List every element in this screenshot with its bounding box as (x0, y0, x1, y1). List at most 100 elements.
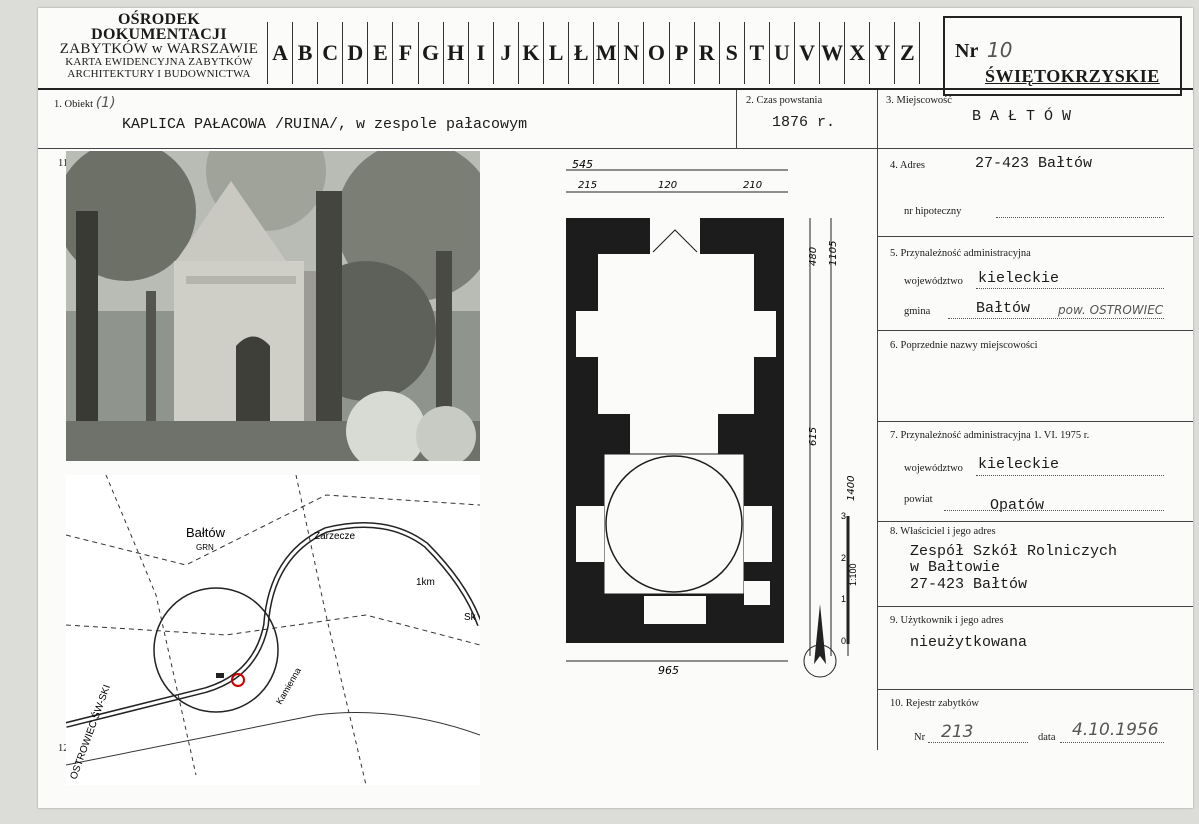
index-letter: U (770, 22, 795, 84)
dim-total: 1400 (846, 476, 857, 501)
czas-label: 2. Czas powstania (746, 95, 823, 106)
scale-1: 1 (841, 594, 846, 604)
dim-top: 545 (572, 158, 593, 171)
woj-value: kieleckie (978, 270, 1060, 287)
index-letter: B (293, 22, 319, 84)
divider (877, 236, 1193, 237)
index-letter: I (469, 22, 494, 84)
dim-a: 215 (578, 180, 597, 191)
side-mark: 12 (58, 743, 69, 754)
przyn75-label: 7. Przynależność administracyjna 1. VI. … (890, 430, 1090, 441)
wlasc-line1: Zespół Szkół Rolniczych (910, 543, 1118, 560)
institution-city: ZABYTKÓW w WARSZAWIE (59, 41, 259, 57)
index-letter: E (368, 22, 394, 84)
woj-line (976, 287, 1164, 289)
floor-plan-drawing: 545 215 120 210 965 480 1105 615 1400 (566, 158, 858, 678)
index-letter: J (494, 22, 519, 84)
index-letter: P (670, 22, 695, 84)
index-letter: Y (870, 22, 896, 84)
map-grn-label: GRN (196, 543, 214, 552)
map-road-label: OSTROWIEC ŚW-SKI (67, 683, 113, 781)
dim-r1: 480 (808, 247, 819, 266)
miejsc-label: 3. Miejscowość (886, 95, 952, 106)
map-town-label: Bałtów (186, 525, 226, 540)
floor-plan: 545 215 120 210 965 480 1105 615 1400 (558, 156, 858, 696)
index-letter: Z (895, 22, 921, 84)
location-map: Bałtów GRN Zarzecze 1km Sk Kamienna OSTR… (66, 475, 480, 785)
divider (877, 90, 878, 750)
adres-label: 4. Adres (890, 160, 925, 171)
nr-label: Nr (955, 40, 979, 62)
institution-name: OŚRODEK DOKUMENTACJI (91, 11, 227, 43)
uzytk-label: 9. Użytkownik i jego adres (890, 615, 1004, 626)
powiat-value: Opatów (990, 497, 1045, 514)
uzytk-value: nieużytkowana (910, 634, 1028, 651)
woj75-value: kieleckie (978, 456, 1060, 473)
location-map-drawing: Bałtów GRN Zarzecze 1km Sk Kamienna OSTR… (66, 475, 480, 785)
record-card: OŚRODEK DOKUMENTACJI ZABYTKÓW w WARSZAWI… (38, 8, 1193, 808)
adres-value: 27-423 Bałtów (975, 155, 1093, 172)
obiekt-value: KAPLICA PAŁACOWA /RUINA/, w zespole pała… (122, 116, 528, 133)
wlasc-label: 8. Właściciel i jego adres (890, 526, 996, 537)
index-letter: D (343, 22, 369, 84)
dim-b: 120 (658, 180, 677, 191)
woj75-line (976, 474, 1164, 476)
chapel-photo-drawing (66, 151, 480, 461)
index-letter: F (393, 22, 419, 84)
rejestr-nr-label: Nr (914, 732, 926, 743)
index-letter: Ł (569, 22, 595, 84)
index-letter: M (594, 22, 620, 84)
scale-3: 3 (841, 511, 846, 521)
miejsc-value: B A Ł T Ó W (972, 108, 1072, 125)
index-letter: R (695, 22, 720, 84)
rejestr-nr-line (928, 741, 1028, 743)
divider (877, 330, 1193, 331)
woj-label: województwo (904, 276, 963, 287)
rejestr-data-value: 4.10.1956 (1072, 720, 1159, 740)
index-letter: X (845, 22, 871, 84)
map-river-label: Kamienna (274, 666, 303, 706)
gmina-line (948, 317, 1164, 319)
divider (38, 88, 1193, 90)
map-zarzecze-label: Zarzecze (314, 531, 356, 542)
przyn-label: 5. Przynależność administracyjna (890, 248, 1031, 259)
index-letter: W (820, 22, 846, 84)
poprz-label: 6. Poprzednie nazwy miejscowości (890, 340, 1038, 351)
chapel-photo (66, 151, 480, 461)
wlasc-line2: w Bałtowie (910, 559, 1001, 576)
rejestr-data-line (1060, 741, 1164, 743)
index-letter: H (444, 22, 469, 84)
gmina-value: Bałtów (976, 300, 1031, 317)
dim-r2: 1105 (828, 241, 839, 266)
rejestr-nr-value: 213 (941, 722, 974, 742)
institution-header: OŚRODEK DOKUMENTACJI ZABYTKÓW w WARSZAWI… (48, 12, 270, 80)
region-name: ŚWIĘTOKRZYSKIE (985, 66, 1160, 86)
dim-c: 210 (743, 180, 762, 191)
index-letter: G (419, 22, 444, 84)
index-letter: K (519, 22, 545, 84)
side-mark: 11 (58, 158, 69, 169)
scale-ratio: 1:100 (848, 563, 858, 586)
dim-bottom: 965 (658, 664, 679, 677)
divider (877, 606, 1193, 607)
map-sk-label: Sk (464, 612, 477, 623)
index-letter: V (795, 22, 821, 84)
czas-value: 1876 r. (772, 114, 836, 131)
index-letter: N (619, 22, 645, 84)
index-letter: S (720, 22, 745, 84)
wlasc-line3: 27-423 Bałtów (910, 576, 1028, 593)
index-letter: T (745, 22, 770, 84)
powiat-line (944, 509, 1164, 511)
woj75-label: województwo (904, 463, 963, 474)
divider (736, 90, 737, 148)
card-type-line1: KARTA EWIDENCYJNA ZABYTKÓW (65, 56, 253, 68)
powiat-label: powiat (904, 494, 933, 505)
index-letter: O (644, 22, 670, 84)
gmina-handwritten: pow. OSTROWIEC (1058, 303, 1164, 317)
scale-0: 0 (841, 636, 846, 646)
card-type-line2: ARCHITEKTURY I BUDOWNICTWA (67, 68, 251, 80)
rejestr-data-label: data (1038, 732, 1056, 743)
map-km-label: 1km (416, 577, 435, 588)
hipoteczny-label: nr hipoteczny (904, 206, 962, 217)
